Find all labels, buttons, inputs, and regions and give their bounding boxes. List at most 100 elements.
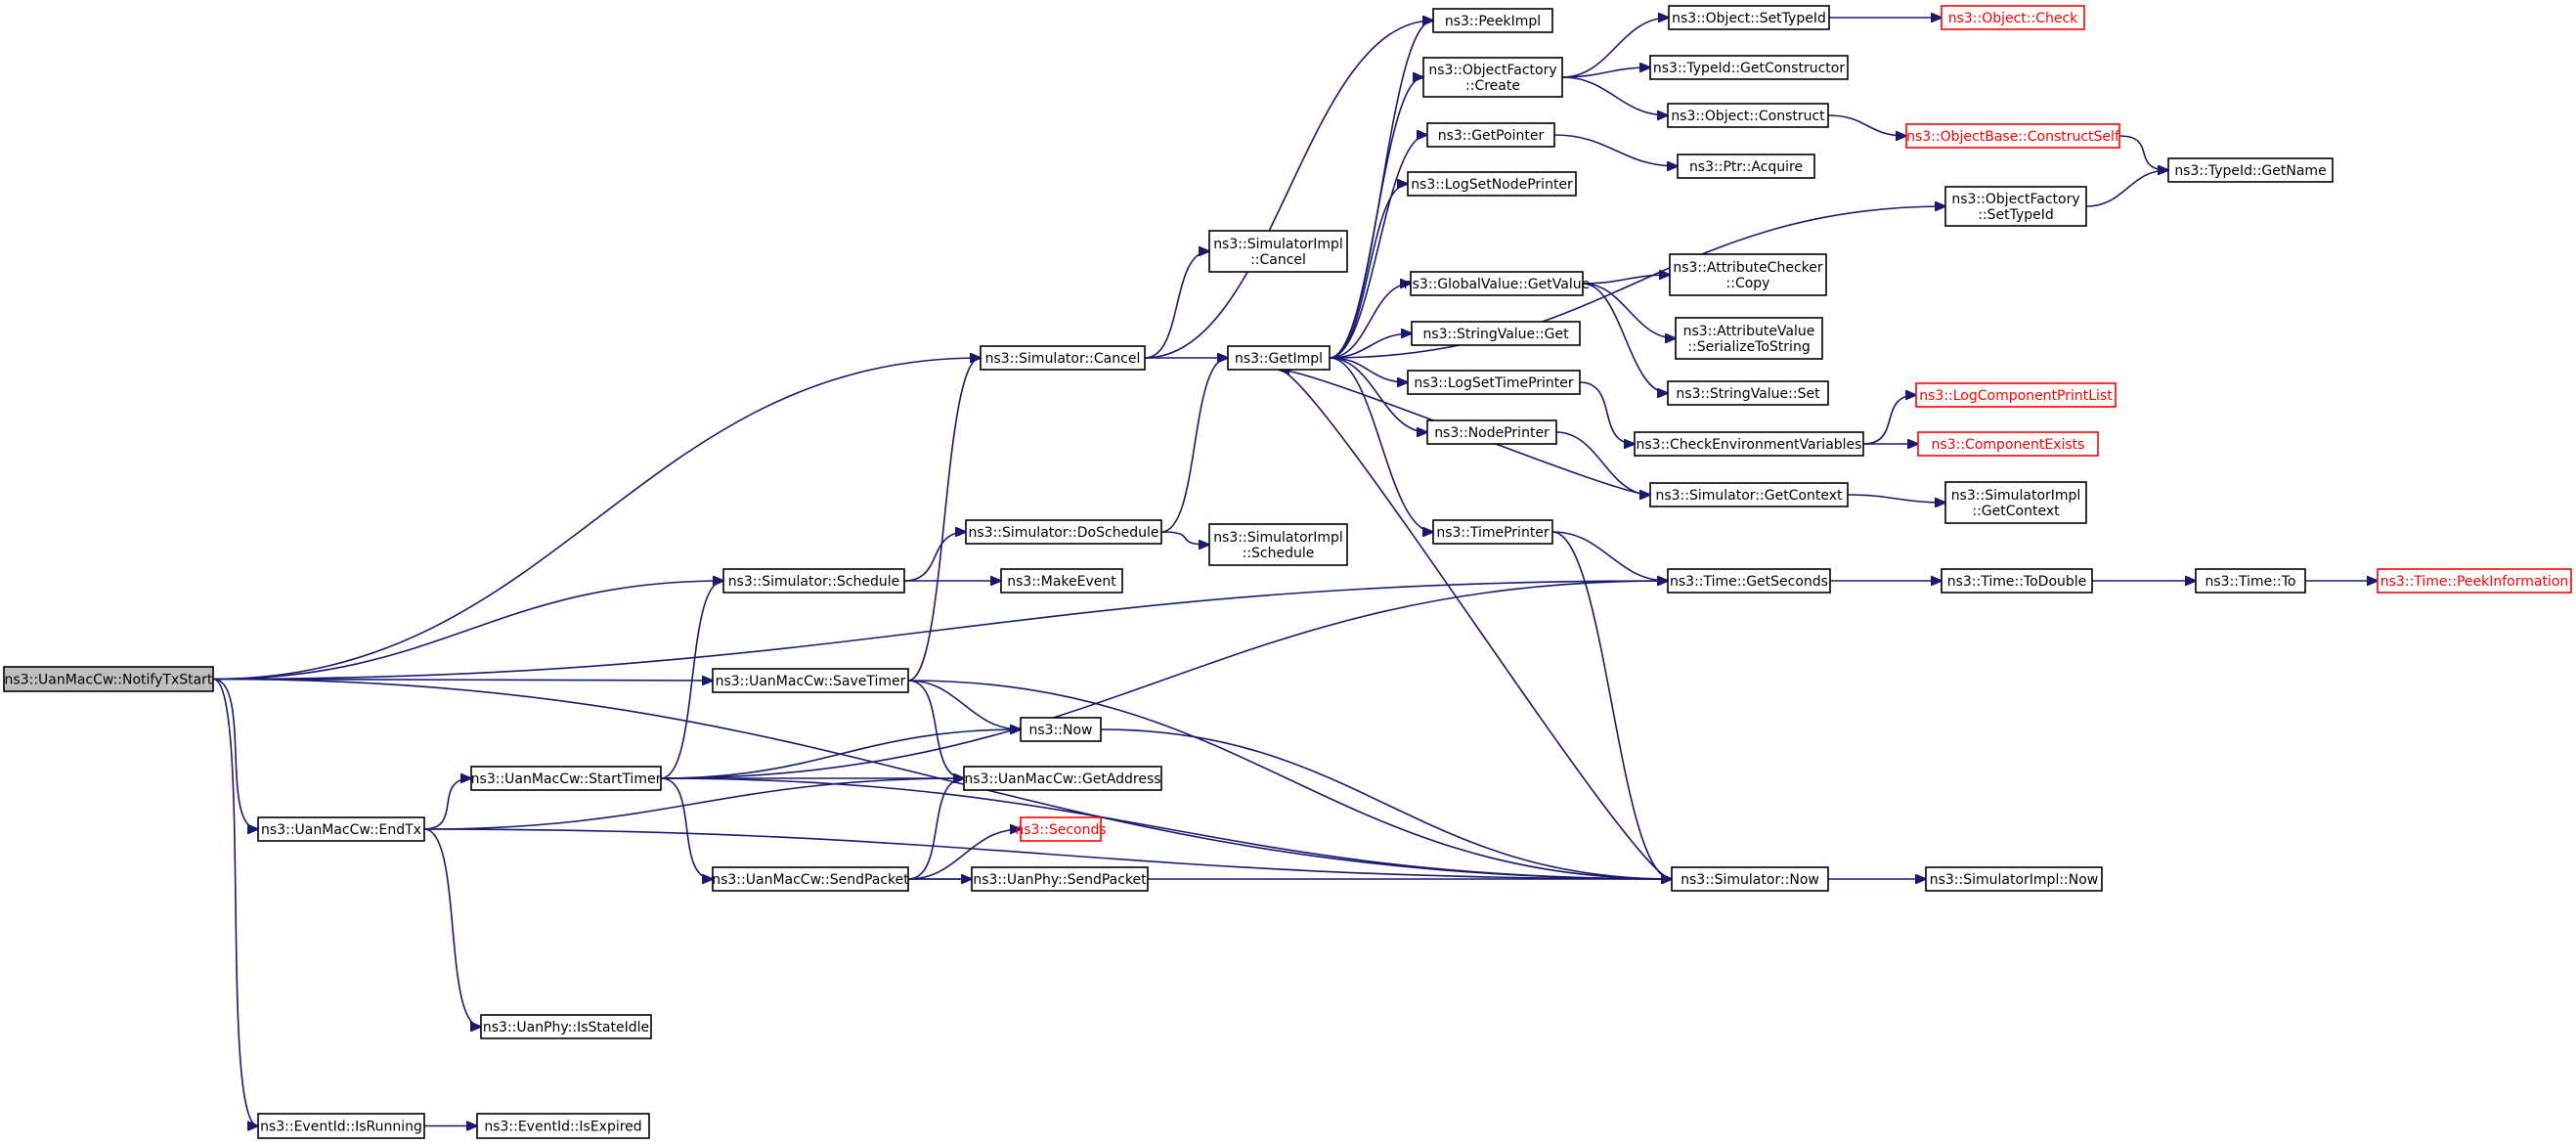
node-nodeprinter[interactable]: ns3::NodePrinter (1426, 419, 1557, 445)
node-layer: ns3::UanMacCw::NotifyTxStartns3::Simulat… (3, 5, 2572, 1139)
node-label: ns3::Ptr::Acquire (1689, 159, 1803, 175)
edge-notify-to-cancel (212, 358, 981, 681)
node-label: ns3::Object::Check (1948, 11, 2078, 26)
node-label: ns3::UanPhy::IsStateIdle (483, 1020, 649, 1035)
node-label: ns3::StringValue::Get (1422, 327, 1569, 342)
node-box (1915, 382, 2117, 408)
node-box (1649, 482, 1849, 507)
node-makeevent[interactable]: ns3::MakeEvent (1000, 568, 1123, 594)
node-label: ns3::LogSetNodePrinter (1411, 177, 1573, 193)
edge-getimpl-to-objfactorysettypeid (1329, 206, 1945, 359)
edge-cancel-to-peekimpl (1144, 21, 1433, 359)
node-doschedule[interactable]: ns3::Simulator::DoSchedule (965, 519, 1162, 545)
node-box (1020, 816, 1102, 842)
node-label: ns3::Time::GetSeconds (1670, 574, 1828, 590)
node-compexists[interactable]: ns3::ComponentExists (1917, 431, 2099, 457)
node-box (980, 345, 1146, 371)
edge-starttimer-to-timegetseconds (660, 581, 1668, 779)
node-objfactorycreate[interactable]: ns3::ObjectFactory::Create (1422, 57, 1563, 98)
node-timegetseconds[interactable]: ns3::Time::GetSeconds (1667, 568, 1831, 594)
node-savetimer[interactable]: ns3::UanMacCw::SaveTimer (712, 668, 909, 693)
node-simnow[interactable]: ns3::Simulator::Now (1671, 866, 1829, 892)
node-label: ns3::ObjectBase::ConstructSelf (1906, 129, 2120, 145)
node-label: ns3::SimulatorImpl (1213, 237, 1343, 252)
node-notify[interactable]: ns3::UanMacCw::NotifyTxStart (3, 666, 214, 692)
edge-starttimer-to-schedule (660, 581, 723, 779)
node-simimplgetcontext[interactable]: ns3::SimulatorImpl::GetContext (1944, 481, 2087, 524)
edge-schedule-to-doschedule (903, 532, 966, 582)
node-ptracquire[interactable]: ns3::Ptr::Acquire (1677, 154, 1815, 179)
node-objcheck[interactable]: ns3::Object::Check (1941, 5, 2085, 30)
node-logsettimeprinter[interactable]: ns3::LogSetTimePrinter (1407, 370, 1581, 395)
node-attrvalueserialize[interactable]: ns3::AttributeValue::SerializeToString (1675, 317, 1823, 360)
node-logcompprintlist[interactable]: ns3::LogComponentPrintList (1915, 382, 2117, 408)
node-simimplnow[interactable]: ns3::SimulatorImpl::Now (1925, 866, 2103, 892)
node-label: ns3::UanMacCw::NotifyTxStart (5, 673, 213, 688)
node-now[interactable]: ns3::Now (1020, 717, 1102, 742)
node-label: ns3::ObjectFactory (1951, 192, 2079, 207)
node-box (1941, 568, 2093, 594)
node-physend[interactable]: ns3::UanPhy::SendPacket (971, 866, 1149, 892)
node-box (1410, 271, 1584, 296)
node-box (1667, 103, 1829, 128)
node-label: ns3::UanMacCw::EndTx (261, 822, 421, 838)
node-label: ::SerializeToString (1687, 339, 1810, 355)
node-objsettypeid[interactable]: ns3::Object::SetTypeId (1668, 5, 1830, 30)
edge-doschedule-to-getimpl (1160, 358, 1228, 533)
node-schedule[interactable]: ns3::Simulator::Schedule (722, 568, 905, 594)
node-label: ns3::SimulatorImpl (1951, 488, 2081, 504)
node-attrcheckercopy[interactable]: ns3::AttributeChecker::Copy (1669, 253, 1827, 296)
node-typeidgetctor[interactable]: ns3::TypeId::GetConstructor (1649, 55, 1849, 80)
node-cancel[interactable]: ns3::Simulator::Cancel (980, 345, 1146, 371)
node-label: ns3::AttributeValue (1683, 324, 1815, 339)
node-label: ns3::Time::To (2205, 574, 2296, 590)
edge-getimpl-to-globalvalue (1329, 284, 1411, 359)
node-starttimer[interactable]: ns3::UanMacCw::StartTimer (470, 766, 662, 791)
node-globalvalue[interactable]: ns3::GlobalValue::GetValue (1404, 271, 1590, 296)
node-timeprinter[interactable]: ns3::TimePrinter (1432, 519, 1553, 545)
node-seconds[interactable]: ns3::Seconds (1015, 816, 1107, 842)
node-stringvalueset[interactable]: ns3::StringValue::Set (1667, 380, 1829, 406)
node-getpointer[interactable]: ns3::GetPointer (1426, 122, 1555, 148)
node-timepeekinfo[interactable]: ns3::Time::PeekInformation (2377, 568, 2572, 594)
edge-endtx-to-isstateidle (423, 828, 481, 1027)
node-sendpacket[interactable]: ns3::UanMacCw::SendPacket (712, 866, 909, 892)
node-label: ::SetTypeId (1978, 207, 2054, 223)
node-peekimpl[interactable]: ns3::PeekImpl (1432, 8, 1553, 33)
node-typeidgetname[interactable]: ns3::TypeId::GetName (2167, 157, 2334, 183)
node-getimpl[interactable]: ns3::GetImpl (1227, 345, 1331, 371)
node-timeto[interactable]: ns3::Time::To (2195, 568, 2306, 594)
edge-notify-to-schedule (212, 581, 723, 681)
node-box (2195, 568, 2306, 594)
edge-savetimer-to-getaddress (907, 680, 964, 778)
node-isrunning[interactable]: ns3::EventId::IsRunning (257, 1113, 425, 1139)
node-box (480, 1014, 652, 1039)
node-objbaseconstructself[interactable]: ns3::ObjectBase::ConstructSelf (1905, 123, 2120, 149)
edge-starttimer-to-simnow (660, 777, 1672, 879)
node-label: ns3::GetImpl (1235, 351, 1323, 367)
node-box (2167, 157, 2334, 183)
edge-objfactorycreate-to-objsettypeid (1561, 18, 1669, 78)
node-box (1677, 154, 1815, 179)
node-stringvalueget[interactable]: ns3::StringValue::Get (1411, 321, 1581, 346)
node-logsetnodeprinter[interactable]: ns3::LogSetNodePrinter (1407, 171, 1577, 197)
node-simgetcontext[interactable]: ns3::Simulator::GetContext (1649, 482, 1849, 507)
node-isexpired[interactable]: ns3::EventId::IsExpired (476, 1113, 650, 1139)
node-label: ns3::MakeEvent (1007, 574, 1116, 590)
node-getaddress[interactable]: ns3::UanMacCw::GetAddress (963, 766, 1162, 791)
node-objfactorysettypeid[interactable]: ns3::ObjectFactory::SetTypeId (1944, 186, 2087, 227)
node-box (2377, 568, 2572, 594)
node-box (1227, 345, 1331, 371)
node-timetodouble[interactable]: ns3::Time::ToDouble (1941, 568, 2093, 594)
node-simimplschedule[interactable]: ns3::SimulatorImpl::Schedule (1208, 523, 1348, 566)
node-simimplcancel[interactable]: ns3::SimulatorImpl::Cancel (1208, 230, 1348, 273)
node-box (1925, 866, 2103, 892)
edge-getimpl-to-nodeprinter (1329, 357, 1427, 432)
node-checkenv[interactable]: ns3::CheckEnvironmentVariables (1634, 431, 1864, 457)
node-isstateidle[interactable]: ns3::UanPhy::IsStateIdle (480, 1014, 652, 1039)
edge-endtx-to-starttimer (423, 778, 471, 830)
node-label: ns3::Simulator::Schedule (728, 574, 900, 590)
node-endtx[interactable]: ns3::UanMacCw::EndTx (257, 816, 425, 842)
node-objconstruct[interactable]: ns3::Object::Construct (1667, 103, 1829, 128)
